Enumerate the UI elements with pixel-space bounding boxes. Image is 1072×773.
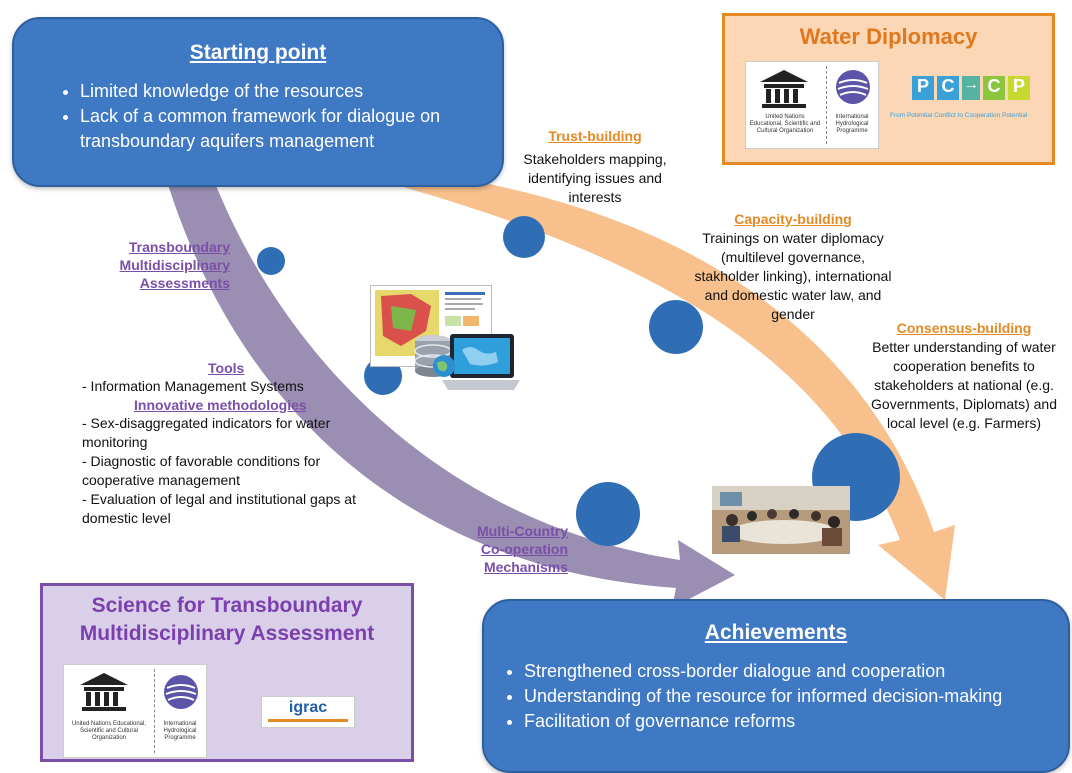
meeting-photo	[712, 486, 850, 554]
capacity-building: Capacity-building Trainings on water dip…	[688, 210, 898, 324]
node-capacity	[649, 300, 703, 354]
pccp-letter: P	[912, 76, 934, 100]
ihp-logo	[164, 675, 198, 709]
mechanisms-label: Multi-Country Co-operation Mechanisms	[477, 523, 568, 575]
trust-building-label: Trust-building	[548, 128, 642, 144]
logo-divider	[826, 66, 828, 144]
unesco-ihp-logo-card: United Nations Educational, Scientific a…	[745, 61, 879, 149]
starting-point-title: Starting point	[189, 41, 327, 64]
trust-building-text: Stakeholders mapping, identifying issues…	[523, 151, 667, 205]
pccp-letter: →	[962, 76, 980, 100]
unesco-logo	[80, 673, 128, 711]
achievements-box: Achievements Strengthened cross-border d…	[482, 599, 1070, 773]
starting-point-bullet: Limited knowledge of the resources	[80, 79, 502, 104]
pccp-letter: C	[983, 76, 1005, 100]
pccp-letter: C	[937, 76, 959, 100]
achievements-bullet: Understanding of the resource for inform…	[524, 684, 1068, 709]
pccp-logo: P C → C P From Potential Conflict to Coo…	[890, 76, 1040, 136]
capacity-building-text: Trainings on water diplomacy (multilevel…	[694, 230, 892, 322]
globe-icon	[433, 355, 455, 377]
consensus-building-label: Consensus-building	[896, 320, 1032, 336]
orange-arrow-body	[360, 170, 955, 600]
laptop-icon	[442, 334, 520, 390]
pccp-letter: P	[1008, 76, 1030, 100]
achievements-title: Achievements	[704, 621, 848, 644]
methods-item: - Diagnostic of favorable conditions for…	[82, 453, 321, 488]
tools-label: Tools	[208, 360, 245, 376]
unesco-org-text: United Nations Educational, Scientific a…	[749, 114, 821, 134]
tools-item: - Information Management Systems	[82, 378, 304, 394]
pccp-caption: From Potential Conflict to Cooperation P…	[890, 112, 1028, 119]
methods-item: - Evaluation of legal and institutional …	[82, 491, 356, 526]
achievements-bullet: Strengthened cross-border dialogue and c…	[524, 659, 1068, 684]
unesco-logo	[760, 70, 808, 108]
unesco-ihp-logo-card: United Nations Educational, Scientific a…	[63, 664, 207, 758]
achievements-list: Strengthened cross-border dialogue and c…	[484, 659, 1068, 734]
igrac-text: igrac	[288, 699, 328, 716]
ihp-text: International Hydrological Programme	[835, 114, 869, 134]
methods-label: Innovative methodologies	[134, 397, 307, 413]
meeting-graphic	[712, 486, 850, 546]
tools-section: Tools - Information Management Systems I…	[78, 359, 378, 528]
consensus-building: Consensus-building Better understanding …	[858, 319, 1070, 433]
starting-point-bullet: Lack of a common framework for dialogue …	[80, 104, 450, 154]
ihp-text: International Hydrological Programme	[163, 721, 197, 741]
methods-item: - Sex-disaggregated indicators for water…	[82, 415, 331, 450]
starting-point-list: Limited knowledge of the resources Lack …	[14, 79, 502, 154]
logo-divider	[154, 669, 156, 753]
unesco-org-text: United Nations Educational, Scientific a…	[71, 721, 147, 741]
water-diplomacy-box: Water Diplomacy United Nations Education…	[722, 13, 1055, 165]
consensus-building-text: Better understanding of water cooperatio…	[871, 339, 1057, 431]
ihp-logo	[836, 70, 870, 104]
science-box: Science for Transboundary Multidisciplin…	[40, 583, 414, 762]
igrac-underline	[268, 719, 348, 722]
node-assessments	[257, 247, 285, 275]
capacity-building-label: Capacity-building	[734, 211, 852, 227]
igrac-logo: igrac	[261, 696, 355, 728]
trust-building: Trust-building Stakeholders mapping, ide…	[500, 127, 690, 207]
node-trust	[503, 216, 545, 258]
achievements-bullet: Facilitation of governance reforms	[524, 709, 1068, 734]
starting-point-box: Starting point Limited knowledge of the …	[12, 17, 504, 187]
node-mechanisms	[576, 482, 640, 546]
assessments-label: Transboundary Multidisciplinary Assessme…	[119, 239, 230, 291]
water-diplomacy-title: Water Diplomacy	[799, 24, 978, 49]
purple-arrow-body	[165, 170, 735, 608]
science-title: Science for Transboundary Multidisciplin…	[79, 594, 375, 645]
